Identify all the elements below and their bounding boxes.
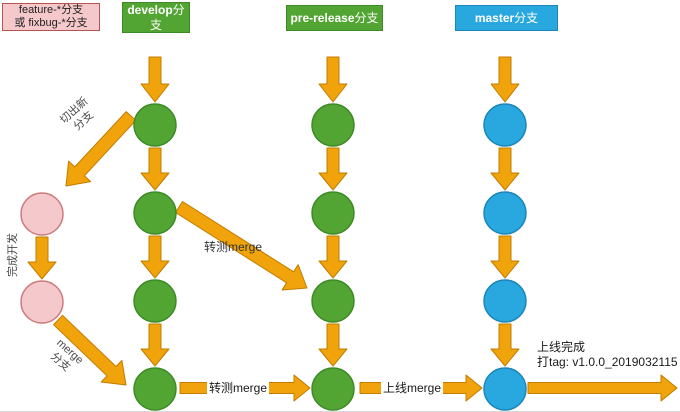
pre-release-arrow-1-2 (318, 147, 348, 191)
test-merge-diag-arrow (175, 201, 308, 291)
develop-branch-label: develop分支 (127, 3, 185, 32)
develop-commit-4 (133, 367, 177, 411)
master-branch-header: master分支 (455, 5, 558, 31)
pre-release-commit-2 (311, 191, 355, 235)
develop-commit-3 (133, 279, 177, 323)
feature-commit-2 (20, 280, 64, 324)
master-commit-3 (483, 279, 527, 323)
pre-release-commit-3 (311, 279, 355, 323)
develop-arrow-top (140, 56, 170, 103)
master-arrow-1-2 (490, 147, 520, 191)
pre-release-arrow-2-3 (318, 235, 348, 279)
feature-arrow-1-2 (27, 236, 57, 280)
master-arrow-3-4 (490, 323, 520, 367)
pre-release-arrow-top (318, 56, 348, 103)
master-commit-1 (483, 103, 527, 147)
online-merge-label: 上线merge (381, 381, 444, 395)
develop-arrow-2-3 (140, 235, 170, 279)
master-arrow-top (490, 56, 520, 103)
develop-commit-2 (133, 191, 177, 235)
develop-arrow-1-2 (140, 147, 170, 191)
master-arrow-2-3 (490, 235, 520, 279)
online-done-label: 上线完成 打tag: v1.0.0_2019032115 (537, 340, 678, 369)
pre-release-branch-label: pre-release分支 (290, 10, 379, 25)
pre-release-arrow-3-4 (318, 323, 348, 367)
pre-release-branch-header: pre-release分支 (286, 5, 383, 31)
develop-arrow-3-4 (140, 323, 170, 367)
pre-release-commit-4 (311, 367, 355, 411)
test-merge-bottom-label: 转测merge (207, 381, 270, 395)
feature-branch-header: feature-*分支 或 fixbug-*分支 (2, 3, 100, 31)
master-branch-label: master分支 (474, 10, 539, 25)
feature-commit-1 (20, 192, 64, 236)
develop-commit-1 (133, 103, 177, 147)
cut-branch-arrow (65, 111, 137, 187)
master-commit-4 (483, 367, 527, 411)
test-merge-diag-label: 转测merge (204, 240, 263, 254)
pre-release-commit-1 (311, 103, 355, 147)
master-commit-2 (483, 191, 527, 235)
develop-branch-header: develop分支 (122, 2, 190, 33)
online-done-arrow (527, 374, 678, 402)
merge-branch-arrow (53, 314, 127, 386)
finish-dev-label: 完成开发 (7, 233, 19, 277)
commit-nodes (20, 103, 527, 411)
feature-branch-label: feature-*分支 或 fixbug-*分支 (14, 3, 88, 29)
